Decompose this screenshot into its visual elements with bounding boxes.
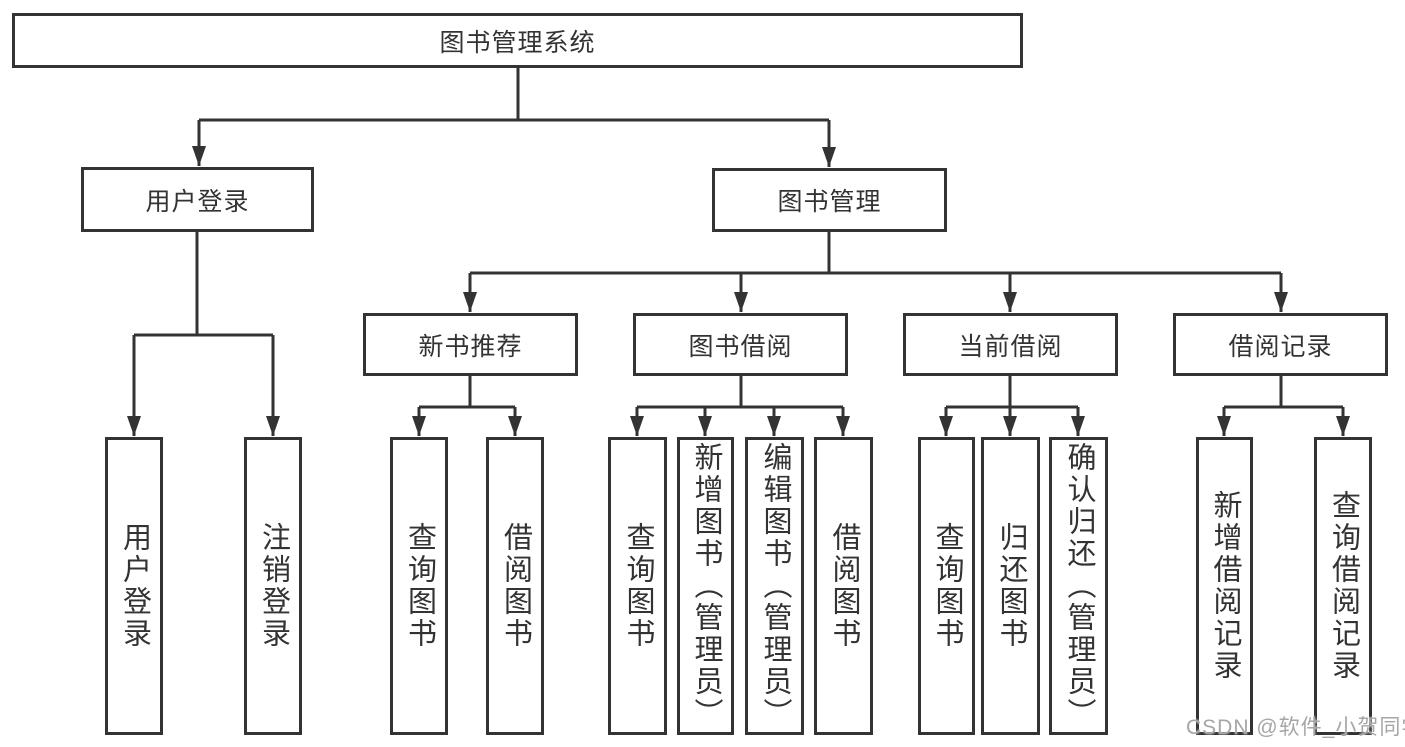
- node-system-root: 图书管理系统: [12, 13, 1023, 68]
- node-label: 新增借阅记录: [1209, 490, 1241, 682]
- node-label: 编辑图书（管理员）: [759, 442, 791, 730]
- leaf-query-book-1: 查询图书: [390, 437, 448, 735]
- node-label: 借阅图书: [828, 522, 860, 650]
- node-label: 用户登录: [118, 522, 151, 650]
- node-label: 确认归还（管理员）: [1063, 442, 1095, 730]
- connector-trunks: [134, 67, 1343, 409]
- node-label: 查询图书: [403, 522, 436, 650]
- node-book-borrow: 图书借阅: [633, 313, 848, 376]
- leaf-borrow-book-1: 借阅图书: [486, 437, 544, 735]
- node-book-mgmt-branch: 图书管理: [712, 168, 947, 232]
- node-new-book-rec: 新书推荐: [363, 313, 578, 376]
- leaf-add-book-admin: 新增图书（管理员）: [677, 437, 734, 735]
- leaf-return-book: 归还图书: [981, 437, 1040, 735]
- node-label: 图书借阅: [688, 332, 793, 361]
- node-label: 用户登录: [145, 187, 250, 216]
- node-label: 图书管理系统: [439, 28, 596, 57]
- leaf-add-borrow-record: 新增借阅记录: [1196, 437, 1253, 735]
- leaf-edit-book-admin: 编辑图书（管理员）: [745, 437, 804, 735]
- node-label: 查询图书: [931, 522, 963, 650]
- node-label: 注销登录: [257, 522, 290, 650]
- node-label: 借阅记录: [1228, 332, 1333, 361]
- watermark: CSDN @软件_小贺同学: [1186, 716, 1405, 739]
- leaf-confirm-return-admin: 确认归还（管理员）: [1049, 437, 1108, 735]
- leaf-user-login: 用户登录: [105, 437, 163, 735]
- leaf-query-book-2: 查询图书: [608, 437, 667, 735]
- node-label: 查询借阅记录: [1327, 490, 1360, 682]
- leaf-borrow-book-2: 借阅图书: [814, 437, 873, 735]
- node-label: 新增图书（管理员）: [690, 442, 722, 730]
- node-label: 新书推荐: [418, 332, 523, 361]
- node-current-borrow: 当前借阅: [903, 313, 1118, 376]
- node-label: 借阅图书: [499, 522, 532, 650]
- leaf-query-borrow-record: 查询借阅记录: [1314, 437, 1372, 735]
- node-user-login-branch: 用户登录: [81, 167, 314, 232]
- node-label: 归还图书: [995, 522, 1027, 650]
- node-label: 查询图书: [622, 522, 654, 650]
- leaf-logout: 注销登录: [244, 437, 302, 735]
- node-label: 当前借阅: [958, 332, 1063, 361]
- leaf-query-book-3: 查询图书: [918, 437, 975, 735]
- node-borrow-record: 借阅记录: [1173, 313, 1388, 376]
- node-label: 图书管理: [777, 188, 882, 216]
